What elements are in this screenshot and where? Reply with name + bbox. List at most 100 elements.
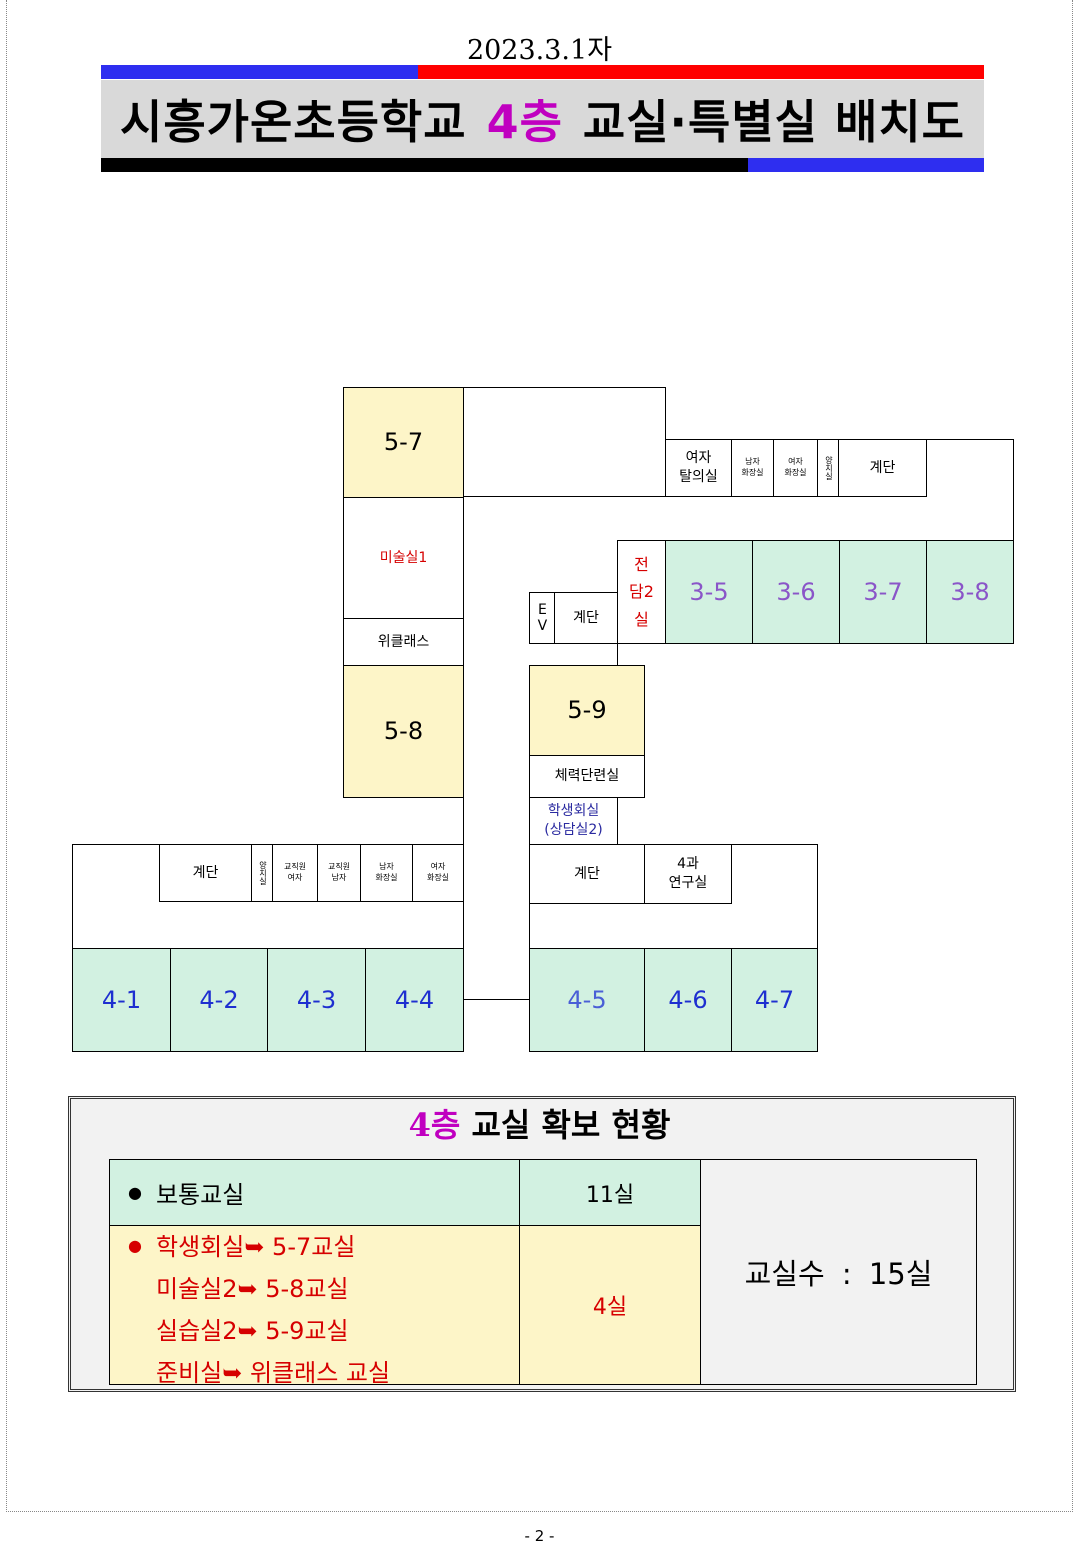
summary-row2-item: 준비실➥ 위클래스 교실 <box>156 1359 391 1387</box>
room-5-8-label: 5-8 <box>383 717 424 746</box>
room-4-5-label: 4-5 <box>567 985 607 1014</box>
room-5-8: 5-8 <box>343 665 464 798</box>
fitness-label: 체력단련실 <box>554 768 620 785</box>
student-council-line2: (상담실2) <box>544 822 603 838</box>
men-restroom-top-line1: 남자 <box>745 457 760 467</box>
summary-row2-item: 학생회실➥ 5-7교실 <box>156 1233 356 1261</box>
dedicated2-label: 전담2실 <box>629 555 654 629</box>
room-4-1: 4-1 <box>72 948 171 1052</box>
room-3-6: 3-6 <box>752 540 840 644</box>
room-women-locker: 여자 탈의실 <box>665 439 732 497</box>
research-line1: 4과 <box>677 856 699 873</box>
room-5-7-label: 5-7 <box>383 428 424 457</box>
staff-women-line2: 여자 <box>287 873 303 882</box>
ev-label: EV <box>534 602 551 634</box>
room-4-7-label: 4-7 <box>754 985 795 1014</box>
room-men-restroom-top: 남자 화장실 <box>731 439 774 497</box>
room-toothbrush-top: 양치실 <box>817 439 839 497</box>
room-weeclass: 위클래스 <box>343 618 464 666</box>
room-3-7-label: 3-7 <box>863 577 903 606</box>
room-staff-women: 교직원 여자 <box>272 844 318 902</box>
research-line2: 연구실 <box>668 875 708 891</box>
room-5-9: 5-9 <box>529 665 645 756</box>
corridor-line <box>463 797 464 845</box>
top-bar-red <box>418 65 984 79</box>
room-fitness: 체력단련실 <box>529 755 645 798</box>
room-stairs-top: 계단 <box>838 439 927 497</box>
room-4-4: 4-4 <box>365 948 464 1052</box>
room-4-2: 4-2 <box>170 948 268 1052</box>
room-4-3: 4-3 <box>267 948 366 1052</box>
summary-total-cell: 교실수 : 15실 <box>700 1159 977 1385</box>
bottom-bar-black <box>101 158 748 172</box>
summary-row2-list-cell: ● 학생회실➥ 5-7교실 미술실2➥ 5-8교실 실습실2➥ 5-9교실 준비… <box>109 1225 520 1387</box>
toothbrush-left-label: 양치실 <box>258 861 268 885</box>
room-5-7: 5-7 <box>343 387 464 498</box>
room-3-7: 3-7 <box>839 540 927 644</box>
room-3-5: 3-5 <box>665 540 753 644</box>
room-3-8-label: 3-8 <box>950 577 990 606</box>
women-restroom-line2: 화장실 <box>426 873 450 882</box>
bottom-bar-blue <box>748 158 984 172</box>
room-men-restroom: 남자 화장실 <box>360 844 413 902</box>
room-stairs-left: 계단 <box>159 844 252 902</box>
room-women-restroom: 여자 화장실 <box>412 844 464 902</box>
women-restroom-top-line1: 여자 <box>788 457 803 467</box>
room-dedicated2: 전담2실 <box>617 540 666 644</box>
room-toothbrush-left: 양치실 <box>251 844 273 902</box>
men-restroom-line1: 남자 <box>379 862 394 872</box>
summary-title: 4층 교실 확보 현황 <box>0 1100 1079 1146</box>
men-restroom-top-line2: 화장실 <box>741 468 764 477</box>
room-research: 4과 연구실 <box>644 844 732 904</box>
top-bar-blue <box>101 65 418 79</box>
corridor-top-left <box>463 387 666 497</box>
toothbrush-top-label: 양치실 <box>824 456 834 480</box>
women-restroom-line1: 여자 <box>430 862 446 872</box>
student-council-line1: 학생회실 <box>547 803 600 820</box>
stairs-top-label: 계단 <box>869 459 896 476</box>
room-4-5: 4-5 <box>529 948 645 1052</box>
room-4-1-label: 4-1 <box>101 985 142 1014</box>
room-4-6: 4-6 <box>644 948 732 1052</box>
title-banner: 시흥가온초등학교 4층 교실·특별실 배치도 <box>101 80 984 158</box>
document-date: 2023.3.1자 <box>466 35 613 66</box>
men-restroom-line2: 화장실 <box>375 873 398 882</box>
room-stairs-right: 계단 <box>529 844 645 904</box>
summary-title-rest: 교실 확보 현황 <box>471 1106 671 1144</box>
room-3-8: 3-8 <box>926 540 1014 644</box>
room-3-5-label: 3-5 <box>689 577 729 606</box>
title-rest: 교실·특별실 배치도 <box>582 95 965 149</box>
room-stairs-mid: 계단 <box>554 592 618 644</box>
room-art1: 미술실1 <box>343 497 464 619</box>
corridor-right-block <box>926 439 1014 541</box>
summary-row1-count-cell: 11실 <box>519 1159 701 1226</box>
room-weeclass-label: 위클래스 <box>377 633 430 650</box>
stairs-mid-label: 계단 <box>573 609 599 626</box>
summary-row2-item: 실습실2➥ 5-9교실 <box>156 1317 349 1345</box>
summary-title-floor: 4층 <box>408 1106 461 1144</box>
women-restroom-top-line2: 화장실 <box>784 468 807 477</box>
summary-row1-label-cell: ● 보통교실 <box>109 1159 520 1226</box>
room-4-7: 4-7 <box>731 948 818 1052</box>
room-4-4-label: 4-4 <box>394 985 435 1014</box>
women-locker-line2: 탈의실 <box>679 469 718 485</box>
summary-row2-list: 학생회실➥ 5-7교실 미술실2➥ 5-8교실 실습실2➥ 5-9교실 준비실➥… <box>156 1226 390 1394</box>
title-floor: 4층 <box>486 95 563 149</box>
room-student-council: 학생회실 (상담실2) <box>529 797 618 845</box>
bullet-icon: ● <box>128 1236 142 1255</box>
room-women-restroom-top: 여자 화장실 <box>773 439 818 497</box>
staff-men-line2: 남자 <box>331 873 347 882</box>
summary-row2-item: 미술실2➥ 5-8교실 <box>156 1275 349 1303</box>
staff-women-line1: 교직원 <box>283 862 307 872</box>
room-4-2-label: 4-2 <box>199 985 239 1014</box>
room-art1-label: 미술실1 <box>379 549 428 566</box>
title-school: 시흥가온초등학교 <box>120 95 467 149</box>
staff-men-line1: 교직원 <box>327 862 351 872</box>
room-ev: EV <box>529 592 555 644</box>
summary-row2-count: 4실 <box>592 1295 628 1320</box>
summary-row1-label: 보통교실 <box>155 1181 245 1209</box>
stairs-left-label: 계단 <box>192 864 219 881</box>
stairs-right-label: 계단 <box>574 865 600 882</box>
room-4-3-label: 4-3 <box>296 985 337 1014</box>
summary-row2-count-cell: 4실 <box>519 1225 701 1385</box>
